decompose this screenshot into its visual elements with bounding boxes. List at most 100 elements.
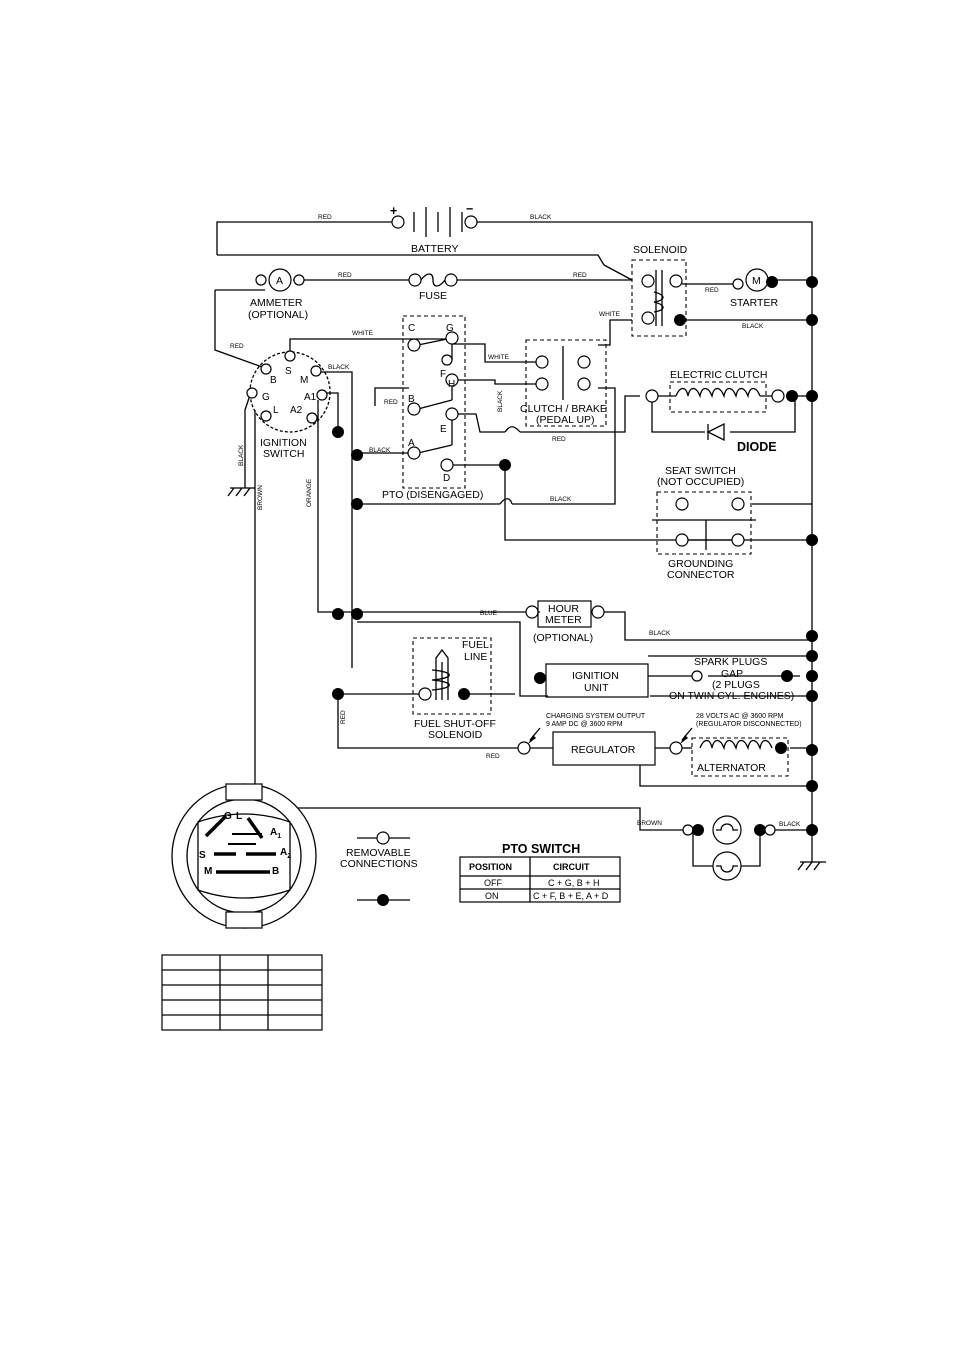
legend-removable-1: REMOVABLE — [346, 847, 411, 859]
pto-pin-h: H — [448, 379, 455, 390]
starter-symbol: M — [752, 275, 761, 287]
wire-red-regulator: RED — [486, 753, 500, 760]
pto-table-row-off-circuit: C + G, B + H — [548, 878, 600, 888]
wire-red-fuse: RED — [573, 272, 587, 279]
wire-white-switch: WHITE — [352, 330, 374, 337]
spark-plugs: SPARK PLUGS GAP (2 PLUGS ON TWIN CYL. EN… — [669, 656, 794, 702]
fuse: FUSE — [408, 273, 458, 302]
pto-table-row-on-circuit: C + F, B + E, A + D — [533, 891, 609, 901]
spark-plugs-label-4: ON TWIN CYL. ENGINES) — [669, 690, 794, 702]
ignition-switch-label-1: IGNITION — [260, 437, 307, 449]
charging-output-label-1: CHARGING SYSTEM OUTPUT — [546, 713, 646, 720]
wire-orange-vertical: ORANGE — [306, 478, 313, 507]
starter: M STARTER — [730, 268, 778, 309]
fuel-solenoid-label-1: FUEL SHUT-OFF — [414, 718, 496, 730]
ac-output-label-1: 28 VOLTS AC @ 3600 RPM — [696, 713, 784, 720]
connector-pin-a1: A1 — [270, 827, 281, 840]
pto-table-title: PTO SWITCH — [502, 842, 580, 856]
wire-black-vertical-ground: BLACK — [238, 444, 245, 466]
seat-switch-label: SEAT SWITCH — [665, 465, 736, 477]
connector-pin-b: B — [272, 866, 279, 877]
electric-clutch-label: ELECTRIC CLUTCH — [670, 369, 767, 381]
ammeter-label: AMMETER — [250, 297, 303, 309]
switch-pin-l: L — [273, 405, 279, 416]
ignition-unit-label-1: IGNITION — [572, 670, 619, 682]
diode: DIODE — [706, 422, 777, 454]
pto-table-header-position: POSITION — [469, 862, 512, 872]
fuel-solenoid-label-2: SOLENOID — [428, 729, 483, 741]
fuel-shutoff-solenoid: FUEL LINE FUEL SHUT-OFF SOLENOID — [412, 637, 496, 741]
ammeter-symbol: A — [276, 275, 283, 287]
seat-switch-not-occupied: (NOT OCCUPIED) — [657, 476, 744, 488]
ignition-unit: IGNITION UNIT — [534, 663, 649, 698]
seat-switch: SEAT SWITCH (NOT OCCUPIED) GROUNDING CON… — [652, 465, 756, 581]
pto-label: PTO (DISENGAGED) — [382, 489, 483, 501]
hour-meter-label-1: HOUR — [548, 603, 579, 615]
connector-pin-s: S — [199, 850, 206, 861]
pto-pin-e: E — [440, 424, 447, 435]
spark-plugs-label-3: (2 PLUGS — [712, 679, 760, 691]
regulator-label: REGULATOR — [571, 744, 636, 756]
wire-brown-vertical: BROWN — [257, 485, 264, 510]
wire-black-vertical-clutch: BLACK — [497, 390, 504, 412]
wire-red-battery: RED — [318, 214, 332, 221]
pto-switch: C G F H B E A D PTO (DISENGAGED) — [382, 315, 483, 501]
hour-meter-label-2: METER — [545, 614, 582, 626]
starter-label: STARTER — [730, 297, 778, 309]
ac-output-label-2: (REGULATOR DISCONNECTED) — [696, 721, 802, 728]
clutch-brake-pedal-up: (PEDAL UP) — [536, 414, 595, 426]
pto-pin-f: F — [440, 369, 446, 380]
pto-pin-c: C — [408, 323, 415, 334]
electric-clutch: ELECTRIC CLUTCH — [645, 369, 798, 413]
battery-plus-sign: + — [390, 204, 397, 218]
pto-switch-table: PTO SWITCH POSITION CIRCUIT OFF C + G, B… — [459, 842, 621, 903]
wire-black-pto-line: BLACK — [550, 496, 572, 503]
fuel-line-label-1: FUEL — [462, 639, 489, 651]
charging-output-label-2: 9 AMP DC @ 3600 RPM — [546, 721, 623, 728]
wire-white-solenoid: WHITE — [599, 311, 621, 318]
wire-blue: BLUE — [480, 610, 498, 617]
wire-black-battery: BLACK — [530, 214, 552, 221]
wire-labels: RED BLACK RED RED RED BLACK WHITE WHITE … — [230, 214, 801, 828]
ignition-switch-label-2: SWITCH — [263, 448, 304, 460]
wire-black-solenoid: BLACK — [742, 323, 764, 330]
wire-black-lamp: BLACK — [779, 821, 801, 828]
wire-red-starter: RED — [705, 287, 719, 294]
wire-brown-lamp: BROWN — [637, 820, 662, 827]
legend-removable-2: CONNECTIONS — [340, 858, 418, 870]
connector-pin-l: L — [236, 811, 242, 822]
wire-red-clutch: RED — [552, 436, 566, 443]
regulator: REGULATOR CHARGING SYSTEM OUTPUT 9 AMP D… — [517, 713, 656, 766]
wire-red-ammeter: RED — [338, 272, 352, 279]
connector-pin-a2: A2 — [280, 847, 291, 860]
wire-black-pto-a: BLACK — [369, 447, 391, 454]
ammeter-optional: (OPTIONAL) — [248, 309, 308, 321]
alternator-label: ALTERNATOR — [697, 762, 766, 774]
hour-meter-optional: (OPTIONAL) — [533, 632, 593, 644]
legend: REMOVABLE CONNECTIONS — [340, 831, 418, 906]
clutch-brake-switch: CLUTCH / BRAKE (PEDAL UP) — [520, 339, 607, 427]
solenoid: SOLENOID — [631, 244, 688, 337]
wire-black-m: BLACK — [328, 364, 350, 371]
pto-table-header-circuit: CIRCUIT — [553, 862, 590, 872]
empty-grid-table — [161, 954, 323, 1031]
pto-pin-a: A — [408, 438, 415, 449]
switch-pin-a1: A1 — [304, 392, 317, 403]
battery-label: BATTERY — [411, 243, 458, 255]
clutch-brake-label: CLUTCH / BRAKE — [520, 403, 607, 415]
ground-symbol-right — [797, 861, 826, 871]
connector-pin-m: M — [204, 866, 212, 877]
switch-pin-b: B — [270, 375, 277, 386]
pto-pin-d: D — [443, 473, 450, 484]
ignition-switch: B S M G A1 L A2 IGNITION SWITCH — [246, 350, 331, 460]
spark-plugs-label-1: SPARK PLUGS — [694, 656, 767, 668]
fuse-label: FUSE — [419, 290, 447, 302]
pto-pin-g: G — [446, 323, 454, 334]
diode-label: DIODE — [737, 440, 777, 454]
pto-table-row-on-position: ON — [485, 891, 499, 901]
ground-symbol-left — [227, 487, 255, 497]
wire-red-switch: RED — [230, 343, 244, 350]
battery-minus-sign: − — [466, 202, 473, 216]
pto-pin-b: B — [408, 394, 415, 405]
